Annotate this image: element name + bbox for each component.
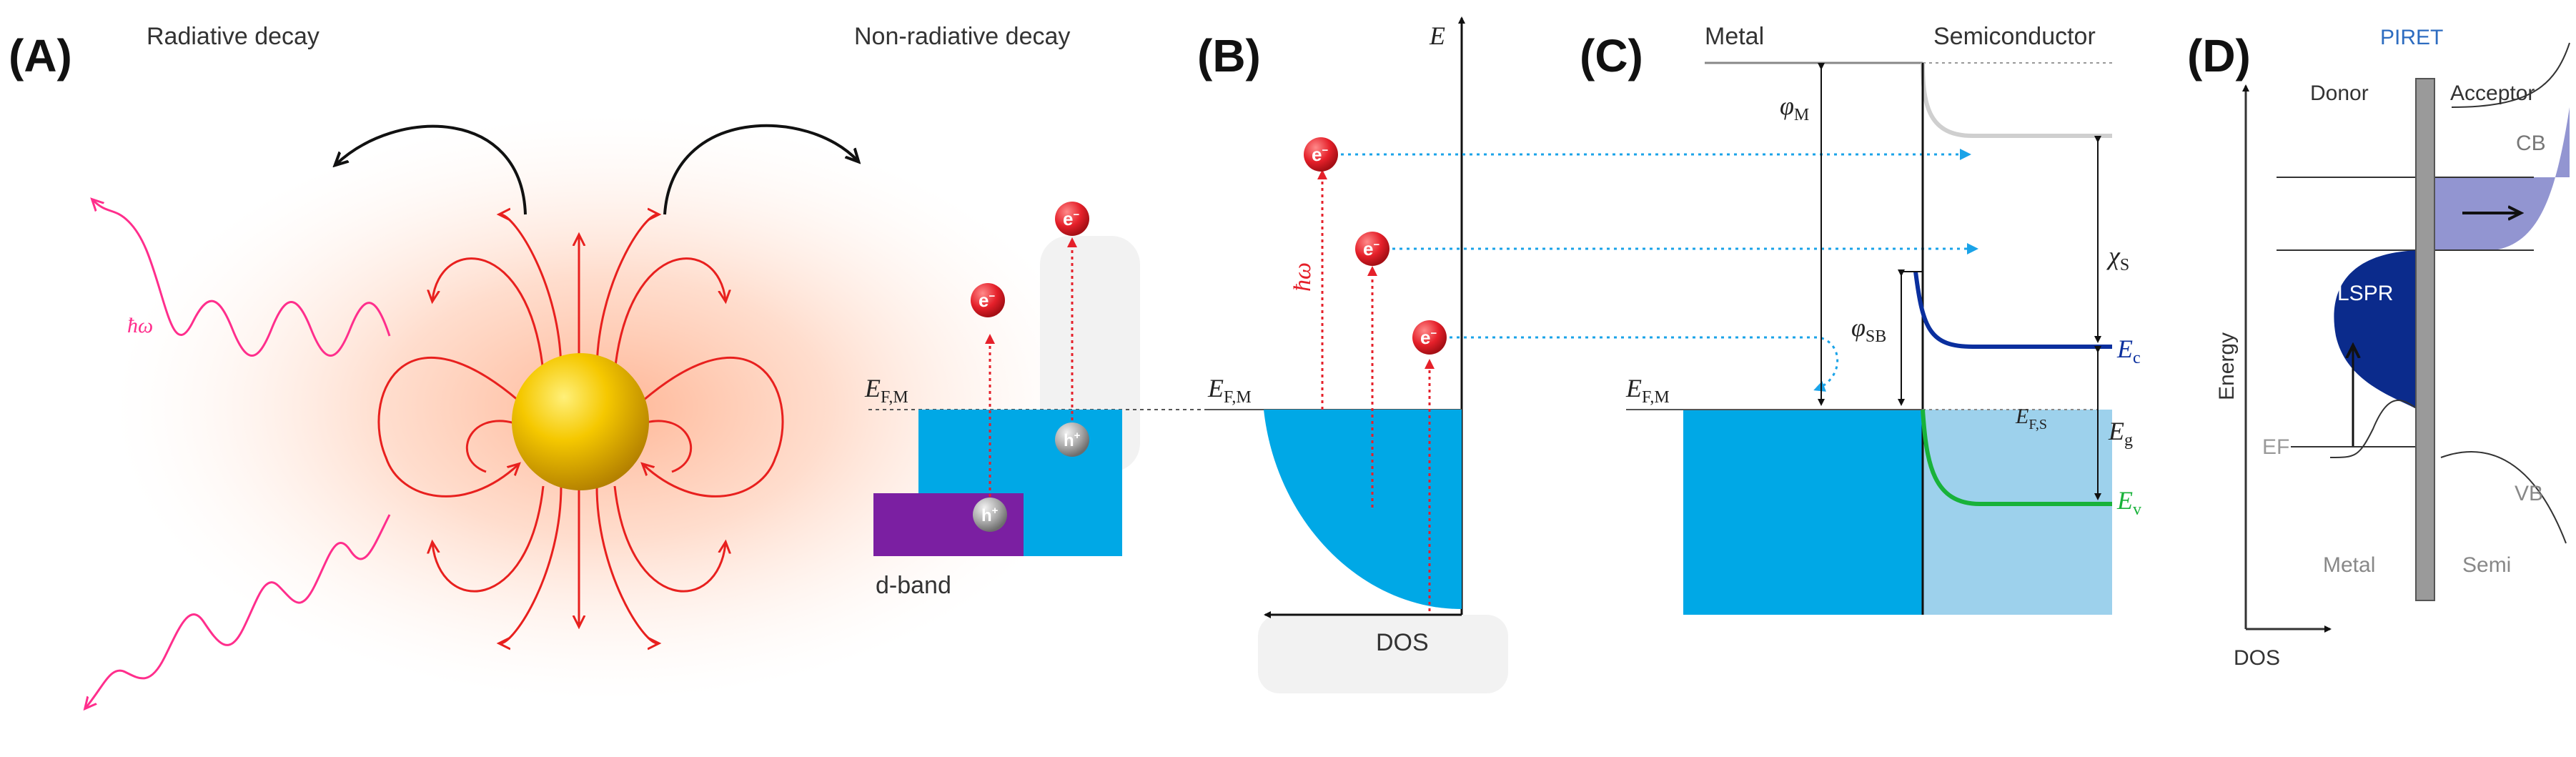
svg-text:h+: h+ [981,505,999,525]
acceptor-label: Acceptor [2450,81,2535,105]
emitted-photon-wave-lower [86,514,391,708]
injection-arrow-3-reflected [1450,336,1839,392]
metal-label-d: Metal [2323,553,2375,577]
panel-b-label: (B) [1197,30,1261,81]
dos-axis-label-b: DOS [1376,629,1429,656]
overlap-label: Overlap [2287,203,2362,227]
fermi-level-label-a: EF,M [864,374,908,407]
acceptor-vb-dos-curve [2440,451,2567,544]
dos-axis-label-d: DOS [2234,646,2280,670]
work-function-label: φM [1780,91,1809,124]
donor-label: Donor [2310,81,2369,105]
metal-dos-parabola [1264,410,1462,609]
schottky-barrier-label: φSB [1851,313,1886,346]
nonradiative-decay-arrow [663,124,858,215]
conduction-band-label: Ec [2116,335,2141,367]
ef-label: EF [2262,435,2289,459]
panel-a-label: (A) [9,30,72,81]
vb-label: VB [2515,482,2543,505]
panel-c-label: (C) [1580,30,1643,81]
radiative-decay-arrow [336,124,527,215]
interface-barrier-d [2415,78,2435,601]
semi-label-d: Semi [2462,553,2511,577]
photon-hw-label: ħω [127,314,153,337]
lspr-peak [2334,250,2425,415]
metal-header: Metal [1705,23,1764,50]
fermi-level-semi-label: EF,S [2015,405,2047,432]
electron-a-2: e− [1055,202,1089,236]
conduction-band-edge [1913,271,2112,349]
energy-axis-label-d: Energy [2215,332,2239,400]
semiconductor-valence-region [1923,410,2112,615]
panel-d-label: (D) [2187,30,2251,81]
semiconductor-header: Semiconductor [1933,23,2096,50]
electron-affinity-label: χS [2106,242,2129,274]
excitation-hw-label: ħω [1289,262,1316,292]
dos-label-backdrop [1258,615,1508,693]
hole-a-1: h+ [973,498,1007,532]
svg-text:e−: e− [1420,327,1437,348]
electron-b-2: e− [1355,232,1389,266]
panel-c: (C) Metal Semiconductor EF,M EF,S φM φSB… [1580,23,2141,615]
cb-label: CB [2516,132,2546,155]
emitted-photon-wave-upper [93,200,391,357]
electron-b-1: e− [1304,137,1338,172]
fermi-level-label-c: EF,M [1625,374,1670,407]
bent-vacuum-level [1921,62,2112,138]
radiative-decay-label: Radiative decay [147,23,319,50]
hole-a-2: h+ [1055,422,1089,457]
panel-d: (D) PIRET Donor Acceptor CB Energy DOS O… [2187,26,2570,670]
svg-text:e−: e− [1312,144,1328,165]
fermi-level-label-b: EF,M [1207,374,1252,407]
valence-band-label: Ev [2116,486,2141,519]
nonradiative-decay-label: Non-radiative decay [854,23,1070,50]
svg-text:e−: e− [1063,208,1079,229]
panel-a: (A) Radiative decay Non-radiative decay [9,23,1229,708]
acceptor-cb-dos-curve [2451,42,2570,108]
energy-axis-label-b: E [1429,21,1445,50]
dipole-field-lines [377,214,784,643]
overlap-region [2425,107,2570,250]
d-band-label: d-band [876,572,951,599]
lspr-label: LSPR [2337,282,2393,305]
electron-a-1: e− [971,283,1005,317]
piret-label: PIRET [2380,26,2443,49]
lspr-tail [2329,400,2426,458]
metal-filled-states-c [1683,410,1923,615]
band-gap-label: Eg [2108,417,2133,450]
svg-text:h+: h+ [1064,430,1081,450]
svg-text:e−: e− [1363,238,1379,259]
valence-band-edge [1921,409,2112,506]
electron-b-3: e− [1412,320,1447,355]
svg-text:e−: e− [979,290,995,311]
gold-nanoparticle [512,353,649,490]
